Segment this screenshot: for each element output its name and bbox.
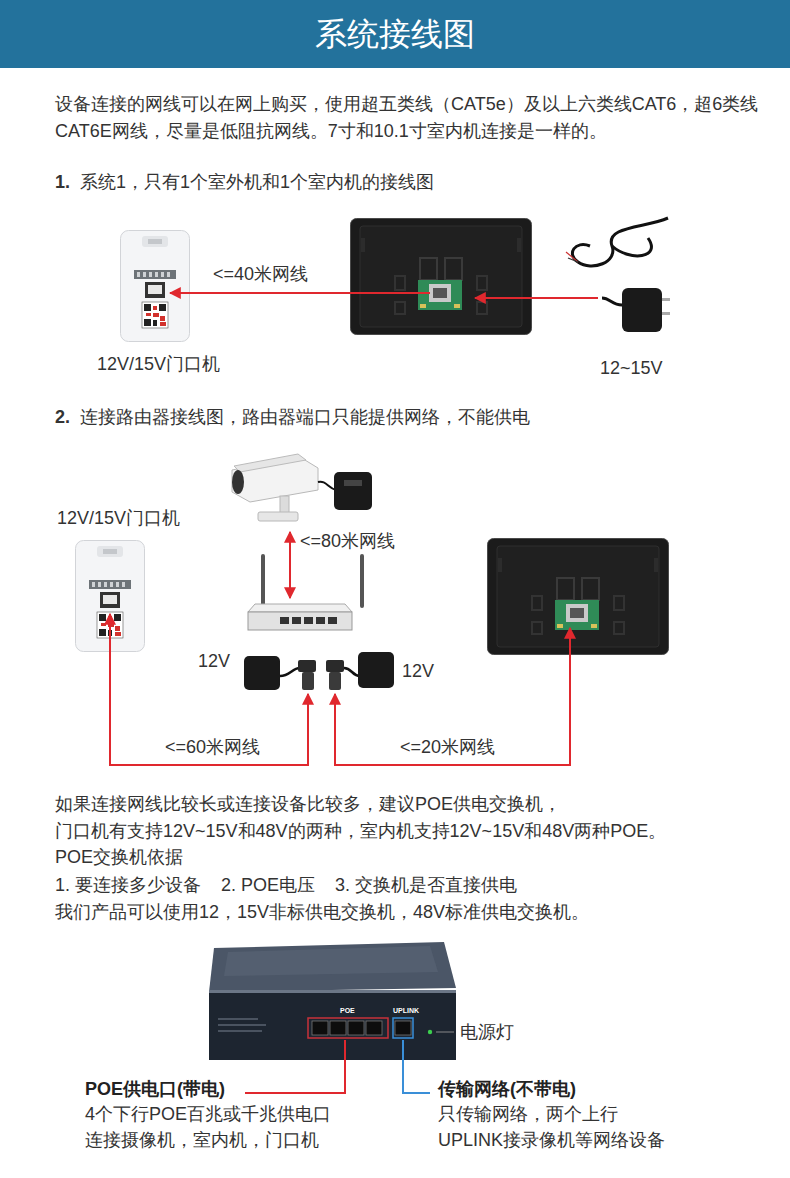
cable-length: <=80米网线	[300, 530, 395, 553]
leader-line	[245, 1040, 345, 1093]
page-title: 系统接线图	[0, 0, 790, 68]
device-caption: 12V/15V门口机	[57, 507, 180, 530]
port-label: POE	[340, 1006, 355, 1015]
callout-text: 4个下行POE百兆或千兆供电口	[85, 1103, 331, 1126]
cable-arrow	[110, 614, 308, 765]
power-adapter	[602, 288, 670, 332]
cable-arrow	[289, 532, 291, 598]
power-arrow	[475, 297, 598, 299]
poe-injector-left	[244, 656, 316, 690]
leader-line	[436, 1032, 454, 1033]
router	[248, 556, 362, 630]
body-text: CAT6E网线，尽量是低阻抗网线。7寸和10.1寸室内机连接是一样的。	[55, 120, 607, 143]
section-heading: 系统1，只有1个室外机和1个室内机的接线图	[80, 171, 434, 194]
body-text: 1. 要连接多少设备 2. POE电压 3. 交换机是否直接供电	[55, 874, 517, 897]
device-caption: 12V/15V门口机	[97, 353, 220, 376]
power-cable	[566, 218, 668, 266]
camera	[232, 454, 318, 521]
poe-injector-right	[326, 652, 394, 690]
voltage-label: 12V	[198, 650, 230, 673]
callout-text: UPLINK接录像机等网络设备	[438, 1129, 665, 1152]
voltage-label: 12~15V	[600, 357, 663, 380]
cable-arrow	[170, 292, 430, 294]
section-number: 2.	[55, 406, 70, 429]
cable-length: <=40米网线	[213, 263, 308, 286]
cable-arrow	[335, 628, 570, 765]
callout-text: 只传输网络，两个上行	[438, 1103, 618, 1126]
body-text: 如果连接网线比较长或连接设备比较多，建议POE供电交换机，	[55, 793, 561, 816]
indoor-monitor	[351, 219, 532, 335]
section-number: 1.	[55, 171, 70, 194]
camera-adapter	[318, 472, 372, 510]
callout-heading: POE供电口(带电)	[85, 1078, 225, 1101]
cable-length: <=60米网线	[165, 736, 260, 759]
body-text: 门口机有支持12V~15V和48V的两种，室内机支持12V~15V和48V两种P…	[55, 820, 666, 843]
body-text: 我们产品可以使用12，15V非标供电交换机，48V标准供电交换机。	[55, 901, 589, 924]
body-text: 设备连接的网线可以在网上购买，使用超五类线（CAT5e）及以上六类线CAT6，超…	[55, 93, 758, 116]
cable-length: <=20米网线	[400, 736, 495, 759]
port-label: UPLINK	[393, 1006, 419, 1015]
body-text: POE交换机依据	[55, 846, 183, 869]
voltage-label: 12V	[402, 660, 434, 683]
poe-switch	[209, 942, 456, 1060]
callout-text: 电源灯	[460, 1021, 514, 1044]
callout-heading: 传输网络(不带电)	[438, 1078, 576, 1101]
section-heading: 连接路由器接线图，路由器端口只能提供网络，不能供电	[80, 406, 530, 429]
callout-text: 连接摄像机，室内机，门口机	[85, 1129, 319, 1152]
leader-line	[403, 1040, 430, 1093]
indoor-monitor	[488, 539, 669, 655]
door-station	[121, 231, 190, 342]
